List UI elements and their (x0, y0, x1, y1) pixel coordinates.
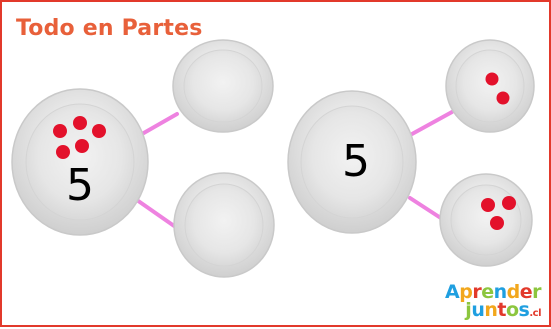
whole-number-left: 5 (66, 160, 94, 211)
plate-part-right-bottom (440, 174, 532, 266)
plate-part-right-top (446, 40, 534, 132)
counter-dot (486, 73, 499, 86)
logo-letter: n (484, 299, 497, 321)
plate-part-left-top (173, 40, 273, 132)
logo-letter: A (445, 281, 459, 303)
connector-left-top (142, 114, 177, 134)
logo-letter: r (532, 281, 541, 303)
counter-dot (497, 92, 510, 105)
logo-letter: t (497, 299, 506, 321)
counter-dot (56, 145, 70, 159)
counter-dot (53, 124, 67, 138)
counter-dot (490, 216, 504, 230)
logo-suffix: .cl (529, 308, 541, 319)
logo-letter: o (506, 299, 519, 321)
counter-dot (75, 139, 89, 153)
counter-dot (502, 196, 516, 210)
logo-line-2: juntos.cl (445, 301, 541, 319)
counter-dot (73, 116, 87, 130)
counter-dot (92, 124, 106, 138)
logo-letter: s (519, 299, 530, 321)
logo-letter: u (471, 299, 484, 321)
counter-dot (481, 198, 495, 212)
whole-number-right: 5 (342, 136, 370, 187)
aprender-juntos-logo: Aprender juntos.cl (445, 283, 541, 319)
plate-part-left-bottom (174, 173, 274, 277)
connector-left-bottom (134, 198, 177, 228)
connector-right-top (412, 112, 452, 134)
